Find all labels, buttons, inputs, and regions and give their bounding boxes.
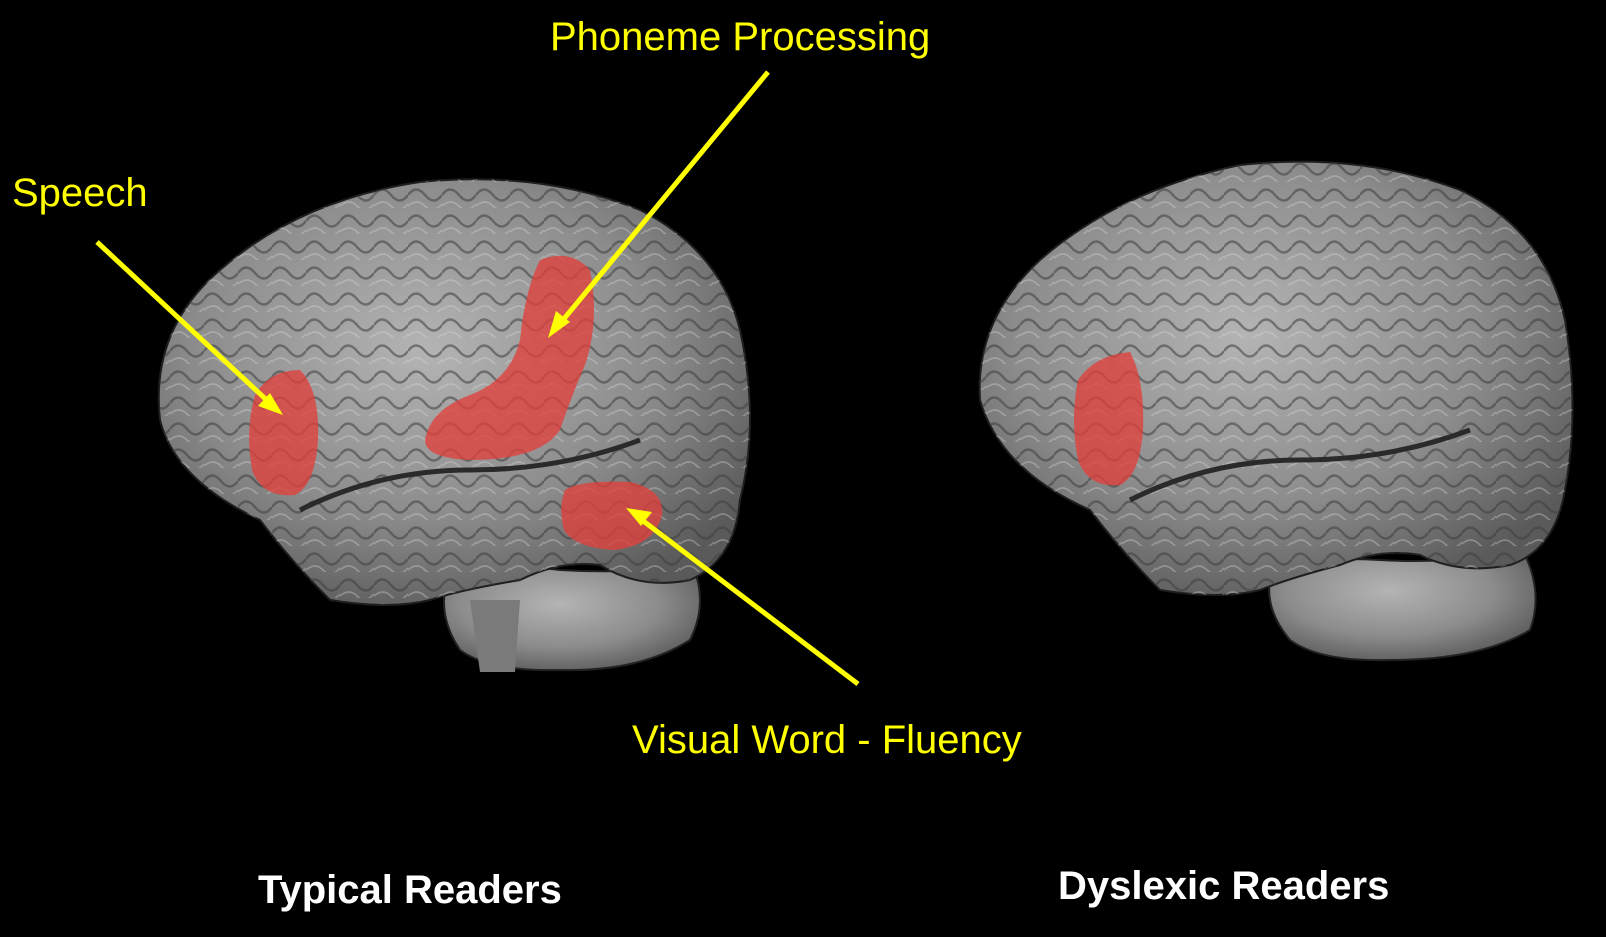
brain-typical xyxy=(159,179,750,672)
speech-label: Speech xyxy=(12,173,148,213)
speech-region-typical xyxy=(249,370,318,495)
phoneme-processing-label: Phoneme Processing xyxy=(550,17,930,57)
dyslexic-readers-caption: Dyslexic Readers xyxy=(1058,866,1389,906)
brain-dyslexic xyxy=(980,162,1573,660)
brainstem-left xyxy=(470,600,520,672)
typical-readers-caption: Typical Readers xyxy=(258,870,562,910)
visual-word-fluency-label: Visual Word - Fluency xyxy=(632,720,1022,760)
